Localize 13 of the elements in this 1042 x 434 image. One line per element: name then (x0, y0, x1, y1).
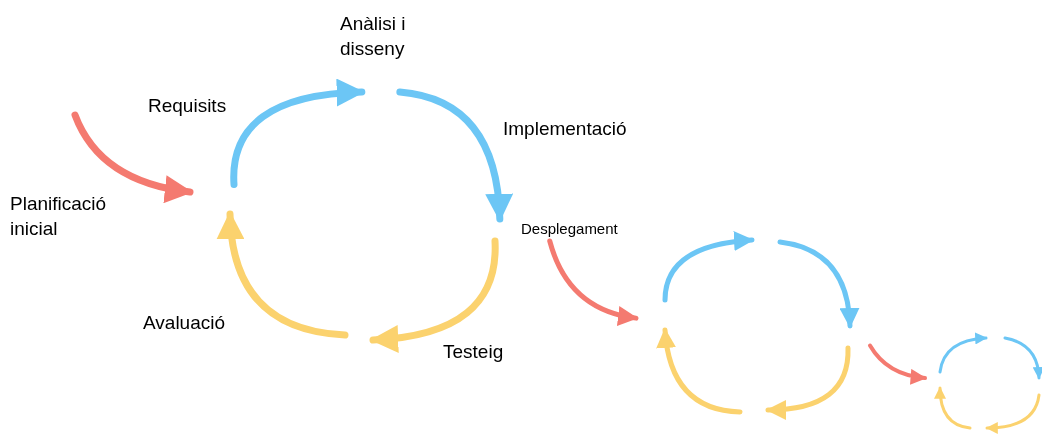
phase-label: Anàlisi i disseny (340, 12, 407, 61)
phase-label: Requisits (148, 94, 228, 118)
phase-label: Desplegament (521, 219, 619, 239)
phase-label: Avaluació (143, 311, 227, 335)
phase-label: Implementació (503, 117, 628, 141)
arrow (369, 237, 499, 353)
arrow (71, 111, 194, 203)
phase-label: Planificació inicial (10, 192, 108, 241)
arrow (396, 88, 513, 223)
arrow (547, 238, 639, 326)
arrow (868, 343, 927, 385)
arrow (230, 79, 366, 188)
phase-label: Testeig (443, 340, 505, 364)
